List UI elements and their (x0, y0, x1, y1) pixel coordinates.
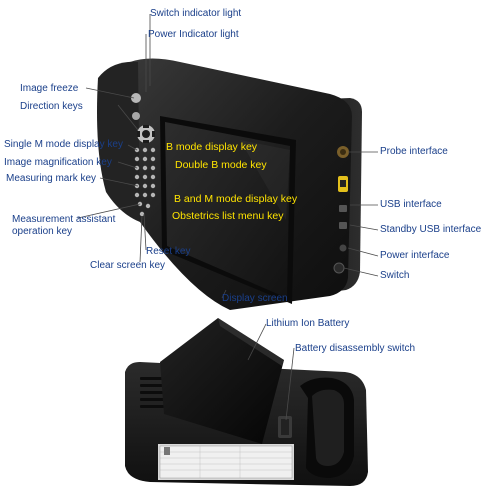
screen-label-obstetrics-list-key: Obstetrics list menu key (172, 210, 284, 222)
label-measurement-assistant-key: Measurement assistant operation key (12, 214, 116, 237)
label-switch-indicator-light: Switch indicator light (150, 8, 242, 19)
label-switch: Switch (380, 270, 410, 281)
screen-label-b-and-m-mode-key: B and M mode display key (174, 193, 298, 205)
label-single-m-mode-key: Single M mode display key (4, 139, 123, 150)
label-direction-keys: Direction keys (20, 101, 83, 112)
device-front (97, 58, 362, 310)
label-lithium-ion-battery: Lithium Ion Battery (266, 318, 350, 329)
label-clear-screen-key: Clear screen key (90, 260, 166, 271)
label-probe-interface: Probe interface (380, 146, 448, 157)
label-reset-key: Reset key (146, 246, 191, 257)
label-power-interface: Power interface (380, 250, 450, 261)
side-ports (333, 146, 349, 274)
label-standby-usb-interface: Standby USB interface (380, 224, 482, 235)
screen-label-b-mode-key: B mode display key (166, 141, 258, 153)
label-image-magnification-key: Image magnification key (4, 157, 112, 168)
label-power-indicator-light: Power Indicator light (148, 29, 239, 40)
label-display-screen: Display screen (222, 293, 288, 304)
label-battery-disassembly-switch: Battery disassembly switch (295, 343, 416, 354)
label-image-freeze: Image freeze (20, 83, 79, 94)
label-usb-interface: USB interface (380, 199, 442, 210)
label-measuring-mark-key: Measuring mark key (6, 173, 97, 184)
screen-label-double-b-mode-key: Double B mode key (175, 159, 267, 171)
leader-lines (77, 14, 379, 421)
